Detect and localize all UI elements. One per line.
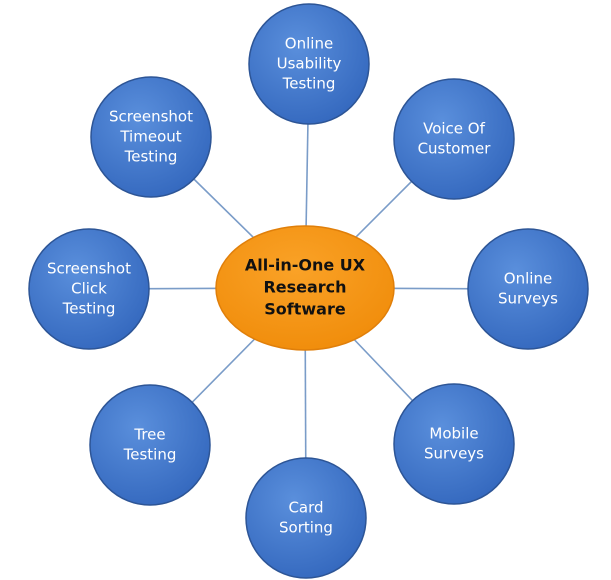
node-label-line: Card bbox=[288, 499, 323, 517]
node-label-line: Online bbox=[504, 270, 552, 288]
node-circle bbox=[393, 78, 515, 200]
hub-label-line: Research bbox=[263, 278, 346, 297]
node-label-line: Timeout bbox=[119, 128, 181, 146]
node-label-line: Testing bbox=[62, 300, 116, 318]
node-circle bbox=[89, 384, 211, 506]
node-label-line: Testing bbox=[123, 446, 177, 464]
node-label-line: Tree bbox=[133, 426, 165, 444]
node-circle bbox=[28, 228, 150, 350]
node-label-line: Surveys bbox=[424, 445, 484, 463]
node-voice-of-customer: Voice Of Customer bbox=[393, 78, 515, 200]
node-label-line: Surveys bbox=[498, 290, 558, 308]
node-circle bbox=[467, 228, 589, 350]
node-label-line: Click bbox=[71, 280, 107, 298]
node-label-line: Screenshot bbox=[109, 108, 193, 126]
node-label-line: Online bbox=[285, 35, 333, 53]
node-circle bbox=[248, 3, 370, 125]
hub-label-line: Software bbox=[264, 300, 346, 319]
node-label-line: Screenshot bbox=[47, 260, 131, 278]
node-label-line: Testing bbox=[124, 148, 178, 166]
node-label-line: Usability bbox=[277, 55, 342, 73]
node-label-line: Sorting bbox=[279, 519, 333, 537]
node-circle bbox=[393, 383, 515, 505]
node-circle bbox=[245, 457, 367, 579]
node-label-line: Testing bbox=[282, 75, 336, 93]
node-circle bbox=[90, 76, 212, 198]
node-label-line: Mobile bbox=[429, 425, 478, 443]
node-label-line: Customer bbox=[418, 140, 492, 158]
node-label-line: Voice Of bbox=[423, 120, 485, 138]
hub-ellipse bbox=[215, 225, 395, 351]
hub-label-line: All-in-One UX bbox=[245, 256, 366, 275]
